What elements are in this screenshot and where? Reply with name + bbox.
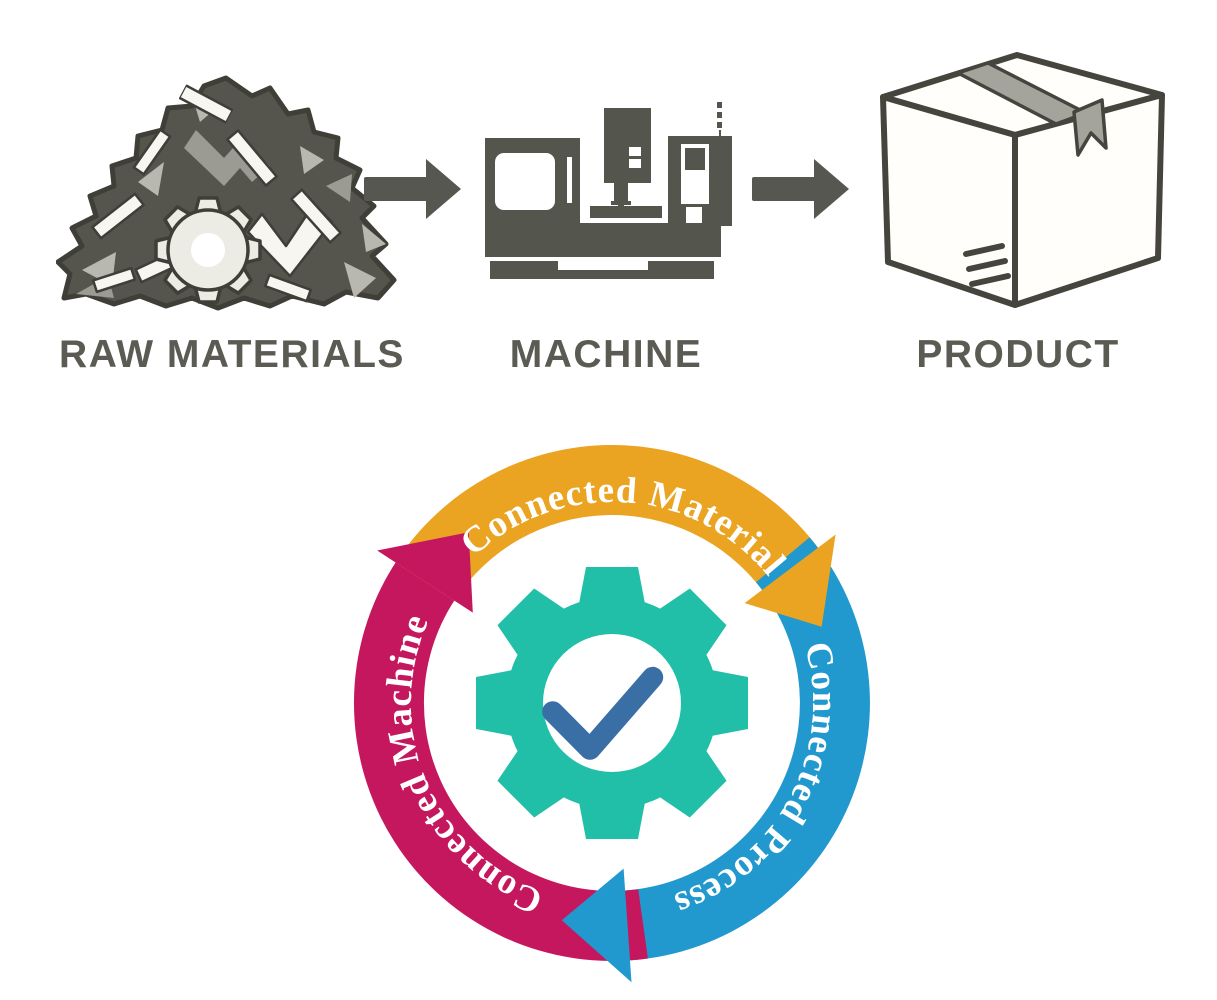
cycle-bands bbox=[353, 445, 870, 962]
cnc-machine-icon bbox=[485, 102, 732, 279]
raw-materials-label: RAW MATERIALS bbox=[59, 333, 405, 376]
pile-gear-icon bbox=[154, 196, 262, 304]
gear-icon bbox=[476, 567, 748, 839]
flow-arrow-icon bbox=[752, 159, 849, 219]
machine-label: MACHINE bbox=[509, 333, 703, 376]
box-tape-ribbon bbox=[1072, 98, 1108, 157]
connected-cycle-diagram: Connected Material Connected Process Con… bbox=[353, 445, 870, 983]
scrap-pile-icon bbox=[56, 75, 397, 311]
cycle-arrowhead-1 bbox=[561, 868, 632, 983]
cycle-arrowhead-2 bbox=[377, 532, 473, 613]
cycle-band-0 bbox=[395, 445, 818, 601]
checkmark-icon bbox=[542, 666, 664, 760]
flow-arrow-icon bbox=[364, 159, 461, 219]
box-label-lines bbox=[963, 243, 1011, 287]
product-box-icon bbox=[880, 52, 1165, 308]
machine-antenna bbox=[717, 102, 722, 138]
cycle-band-1 bbox=[625, 537, 870, 961]
cycle-band-2 bbox=[353, 562, 648, 962]
cycle-arrowhead-0 bbox=[744, 534, 836, 627]
product-label: PRODUCT bbox=[916, 333, 1120, 376]
cycle-arrowheads bbox=[377, 532, 836, 983]
